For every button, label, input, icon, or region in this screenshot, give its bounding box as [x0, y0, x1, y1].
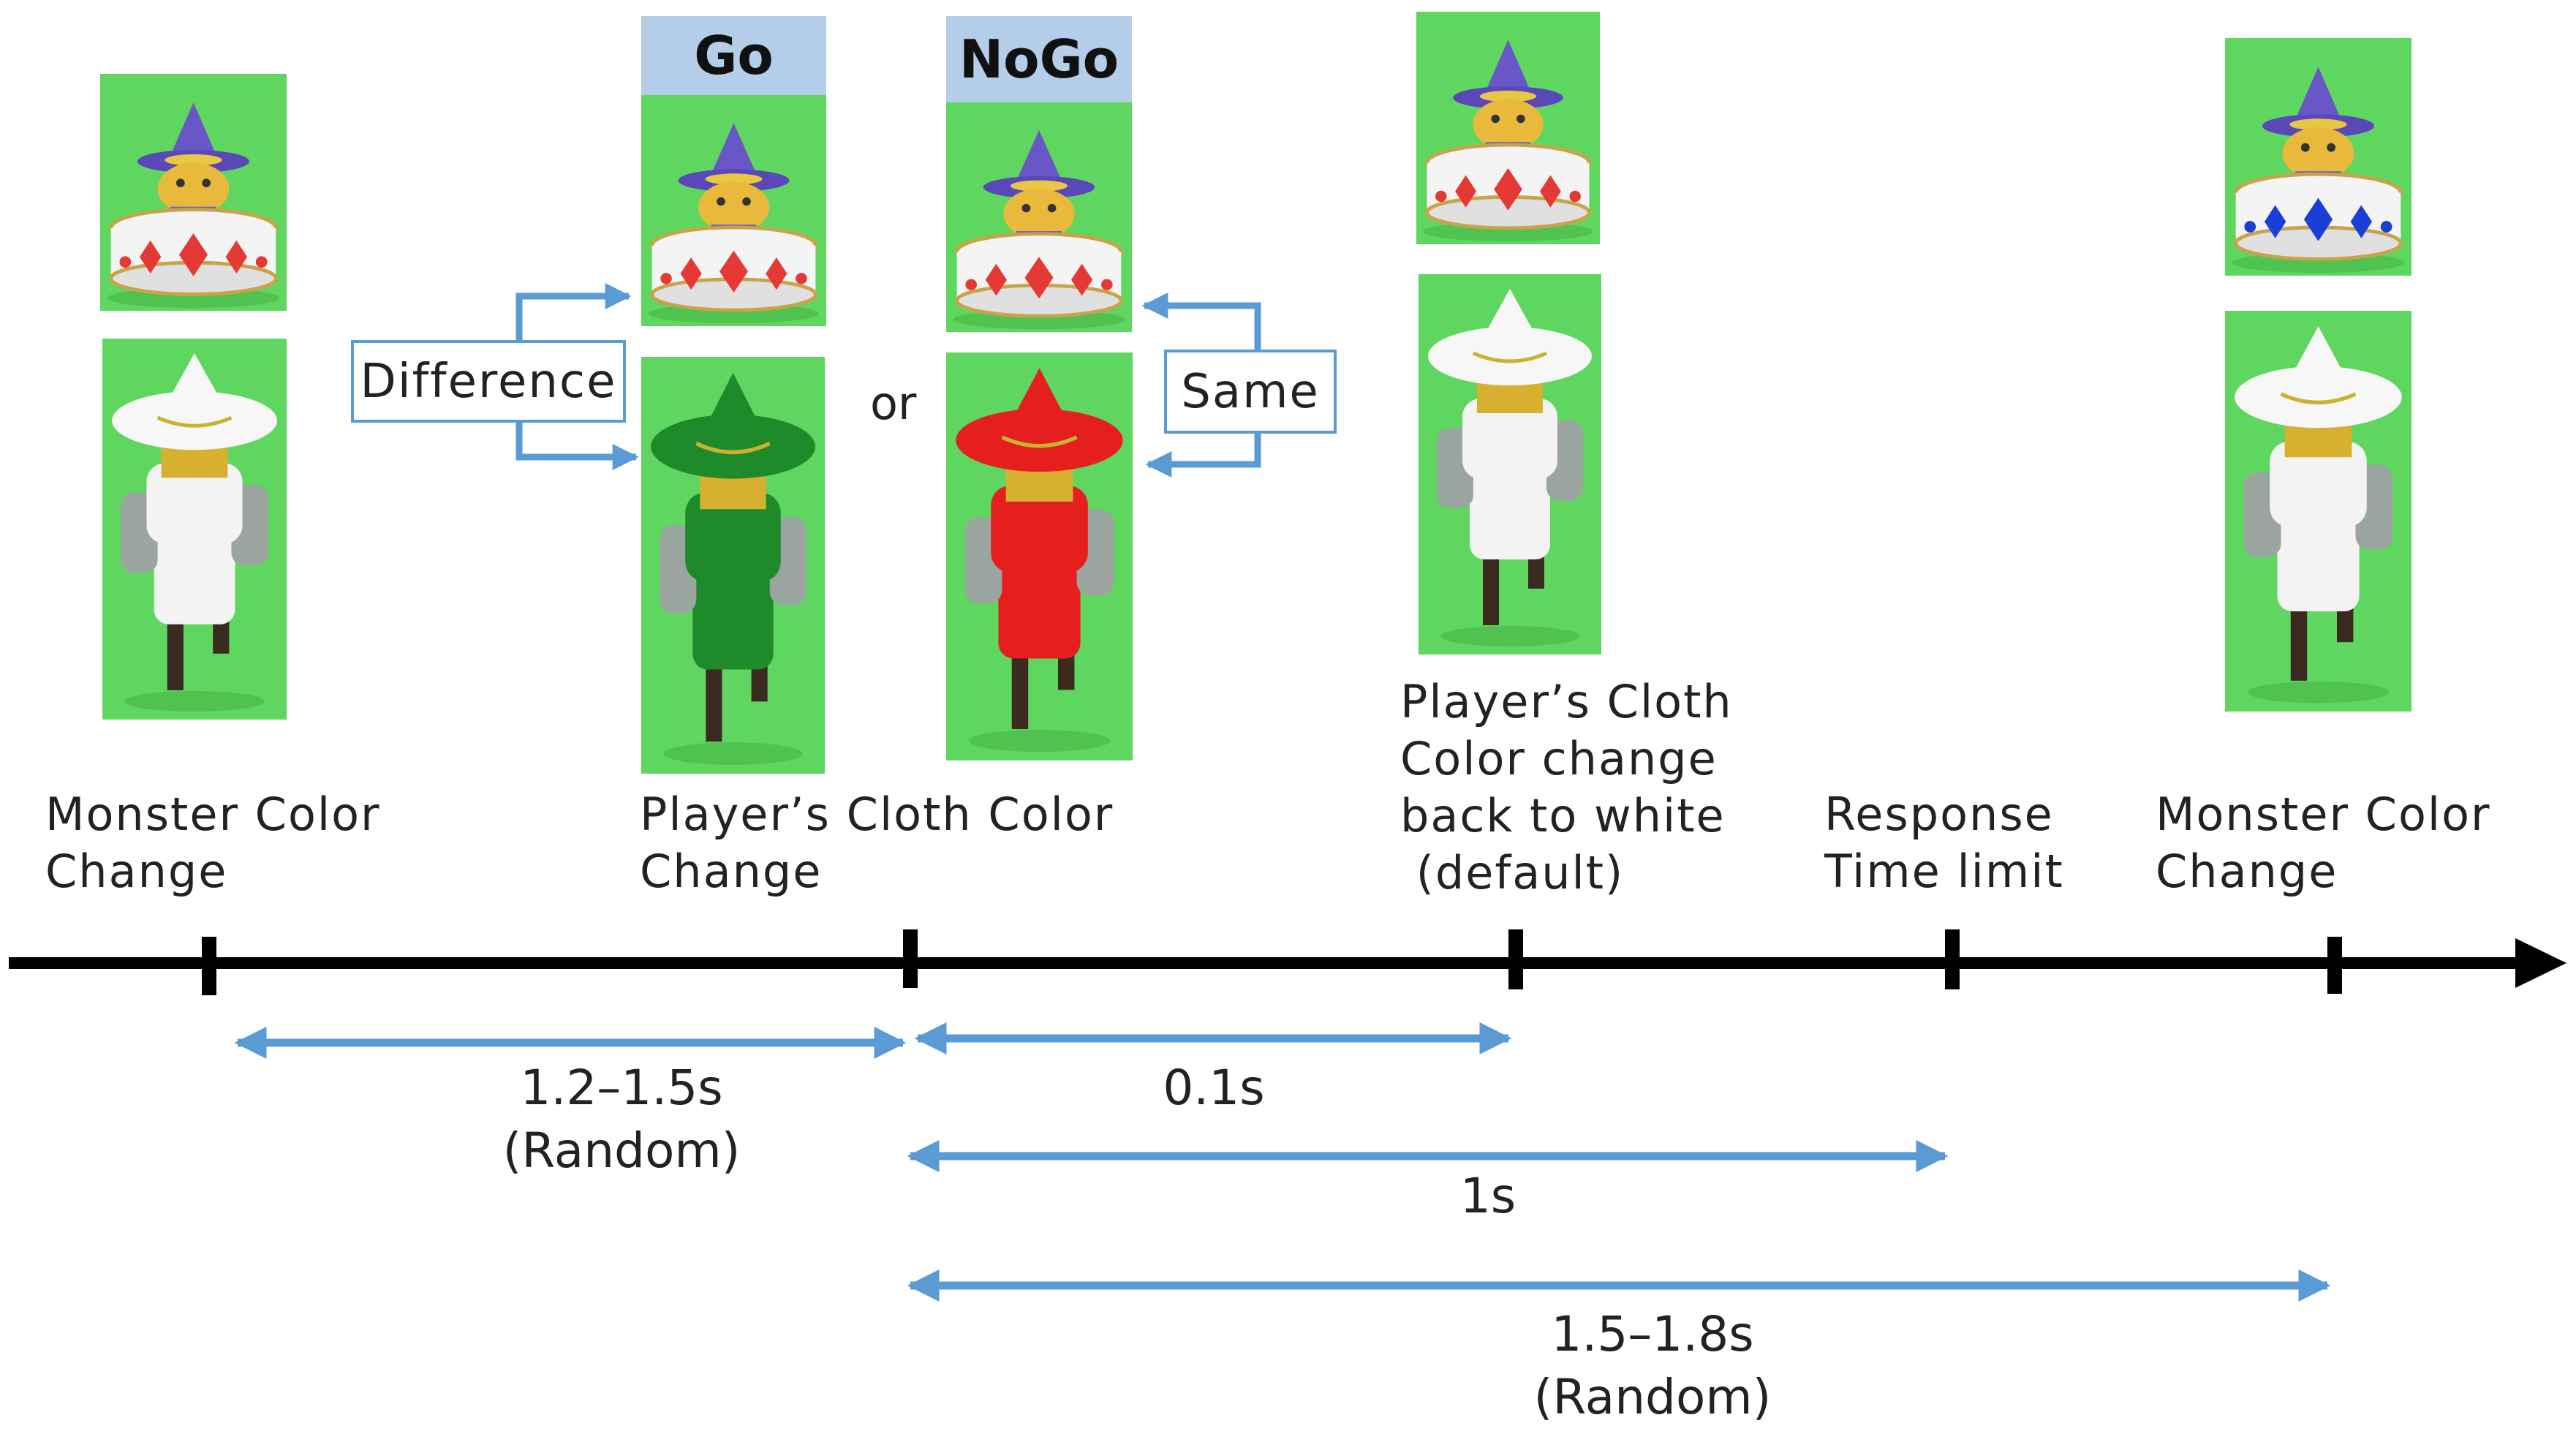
tick-cloth-back — [1508, 929, 1523, 989]
monster-icon — [946, 102, 1132, 332]
difference-connector — [515, 283, 639, 470]
player-image-white-3 — [2225, 311, 2411, 712]
timeline-arrowhead — [2515, 938, 2566, 988]
monster-image-go — [641, 95, 826, 326]
event-label-monster-change-1: Monster Color Change — [45, 788, 381, 898]
interval-label-post: 1.5–1.8s (Random) — [1533, 1306, 1772, 1425]
player-image-green — [641, 357, 825, 774]
timeline — [9, 929, 2566, 995]
player-image-white-2 — [1419, 274, 1601, 654]
monster-icon — [1416, 12, 1600, 244]
monster-image-default — [100, 74, 287, 311]
difference-box: Difference — [351, 340, 626, 423]
tick-monster-change-2 — [2327, 937, 2342, 994]
player-icon — [946, 352, 1133, 761]
monster-image-after — [1416, 12, 1600, 244]
tick-response-limit — [1945, 929, 1960, 989]
monster-icon — [641, 95, 826, 326]
interval-label-pre: 1.2–1.5s (Random) — [502, 1060, 741, 1179]
interval-label-response-window: 1s — [1459, 1168, 1516, 1224]
same-box: Same — [1164, 350, 1337, 434]
event-label-cloth-change: Player’s Cloth Color Change — [640, 788, 1114, 898]
same-connector — [1141, 293, 1261, 478]
monster-image-blue — [2225, 38, 2411, 276]
go-header: Go — [641, 16, 826, 95]
player-image-red — [946, 352, 1133, 761]
interval-label-cloth-duration: 0.1s — [1163, 1060, 1265, 1116]
monster-icon — [100, 74, 287, 311]
tick-monster-change-1 — [202, 937, 216, 995]
event-label-response-limit: Response Time limit — [1824, 788, 2064, 898]
or-label: or — [870, 377, 917, 430]
player-icon — [641, 357, 825, 774]
player-icon — [2225, 311, 2411, 712]
tick-cloth-change — [903, 929, 918, 988]
nogo-header: NoGo — [946, 16, 1132, 102]
player-image-white — [102, 339, 287, 720]
monster-image-nogo — [946, 102, 1132, 332]
player-icon — [1419, 274, 1601, 654]
monster-icon — [2225, 38, 2411, 276]
player-icon — [102, 339, 287, 720]
interval-arrows — [234, 1022, 2331, 1302]
event-label-cloth-back: Player’s Cloth Color change back to whit… — [1400, 675, 1733, 899]
event-label-monster-change-2: Monster Color Change — [2156, 788, 2491, 898]
